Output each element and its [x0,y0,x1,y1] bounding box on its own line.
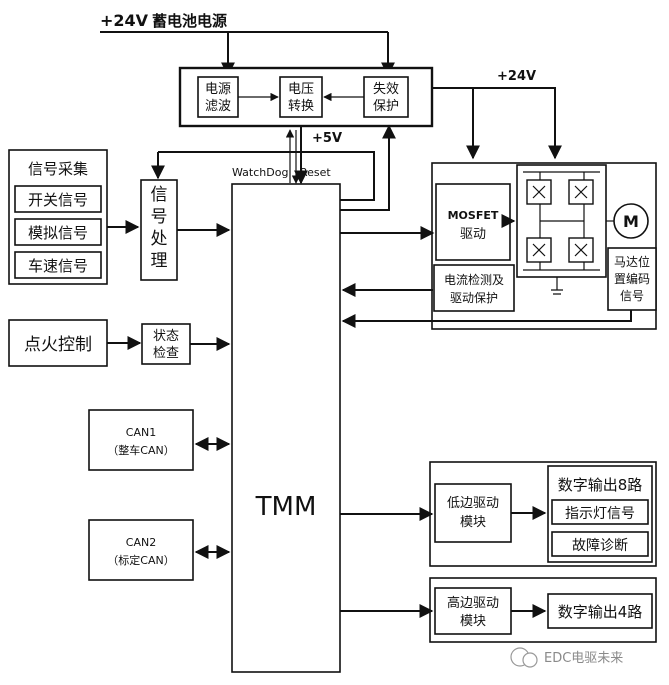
rail-5v-label: +5V [312,131,342,146]
high-side-driver-label-2: 模块 [460,614,486,629]
power-filter-label-1: 电源 [205,82,231,97]
motor-icon [613,203,649,239]
can2-box [88,519,194,581]
analog-signal-label: 模拟信号 [28,224,88,242]
battery-supply-label: +24V 蓄电池电源 [100,11,227,30]
tmm-label: TMM [255,492,317,522]
motor-symbol: M [623,212,639,231]
can2-label: CAN2 [126,536,156,549]
voltage-converter-label-1: 电压 [288,82,314,97]
current-detect-label-1: 电流检测及 [444,272,504,287]
encoder-to-tmm-arrow [341,310,632,328]
digital-output-4-label: 数字输出4路 [558,603,643,621]
supply-voltage: +24V [100,11,149,30]
rail-24v-label: +24V [497,69,536,84]
high-side-driver-label-1: 高边驱动 [447,595,499,611]
rail-24v-to-bridge [432,87,562,160]
indicator-signal-box [551,499,649,525]
speed-signal-box [14,251,102,279]
signal-processing-char-4: 理 [151,251,168,271]
failure-protection-box [363,76,409,118]
signal-processing-char-3: 处 [151,229,168,249]
mosfet-sublabel: 驱动 [460,227,486,242]
watermark-text: EDC电驱未来 [544,651,623,666]
can2-sublabel: （标定CAN） [107,553,174,567]
voltage-converter-box [279,76,323,118]
signal-processing-char-1: 信 [151,185,168,205]
supply-name: 蓄电池电源 [152,12,227,30]
tmm-controller [231,183,341,673]
digital-output-8-label: 数字输出8路 [558,476,643,494]
ground-icon [551,277,563,295]
power-filter-label-2: 滤波 [205,99,231,114]
low-side-driver-box [434,483,512,543]
current-detect-box [433,264,515,312]
power-filter-box [197,76,239,118]
watchdog-label: WatchDog [232,166,288,179]
voltage-converter-label-2: 转换 [288,99,314,114]
switch-signal-label: 开关信号 [28,191,88,209]
status-check-label-2: 检查 [153,346,179,361]
ignition-control-label: 点火控制 [24,335,92,355]
high-side-output-box [547,593,653,629]
mosfet-label: MOSFET [448,209,499,222]
indicator-signal-label: 指示灯信号 [565,506,635,522]
h-bridge [516,164,607,295]
can1-sublabel: （整车CAN） [107,443,174,457]
signal-acquisition-title: 信号采集 [28,160,88,178]
encoder-label-3: 信号 [620,289,644,303]
fault-diagnosis-label: 故障诊断 [572,538,628,554]
can1-box [88,409,194,471]
reset-label: Reset [300,166,331,179]
ignition-control-box [8,319,108,367]
low-side-driver-label-1: 低边驱动 [447,496,499,511]
can1-label: CAN1 [126,426,156,439]
status-check-label-1: 状态 [153,329,179,344]
fault-diagnosis-box [551,531,649,557]
current-detect-label-2: 驱动保护 [450,291,498,305]
signal-processing-box [140,179,178,281]
switch-lower-left-icon [526,237,552,263]
encoder-label-2: 置编码 [614,271,650,286]
failure-protection-label-2: 保护 [373,99,399,114]
signal-processing-char-2: 号 [151,207,168,227]
protection-feedback-line [340,124,396,211]
switch-signal-box [14,185,102,213]
watermark: EDC电驱未来 [510,647,623,668]
encoder-box [607,247,657,311]
failure-protection-label-1: 失效 [373,82,399,97]
encoder-label-1: 马达位 [614,254,650,269]
speed-signal-label: 车速信号 [28,257,88,275]
rail-5v-bus [158,151,375,201]
mosfet-driver-box [435,183,511,261]
status-check-box [141,323,191,365]
analog-signal-box [14,218,102,246]
low-side-driver-label-2: 模块 [460,515,486,530]
